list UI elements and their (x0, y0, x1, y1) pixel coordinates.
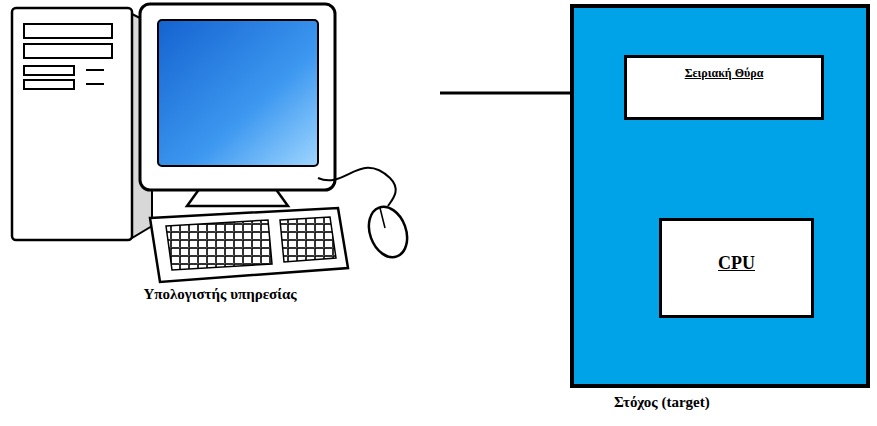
keyboard (150, 208, 348, 282)
node-label: CPU (662, 221, 811, 274)
computer-node: Υπολογιστής υπηρεσίας (0, 0, 440, 320)
serial-port-box: Σειριακή Θύρα (624, 55, 824, 120)
mouse (318, 168, 414, 263)
connector-line (440, 92, 570, 95)
cpu-box: CPU (659, 218, 814, 318)
monitor (140, 4, 335, 206)
node-label: Υπολογιστής υπηρεσίας (0, 286, 440, 303)
target-board: Σειριακή ΘύραCPUΣτόχος (target) (570, 4, 870, 388)
node-label: Σειριακή Θύρα (627, 58, 821, 81)
tower-case (12, 8, 152, 240)
node-label: Στόχος (target) (614, 394, 710, 411)
